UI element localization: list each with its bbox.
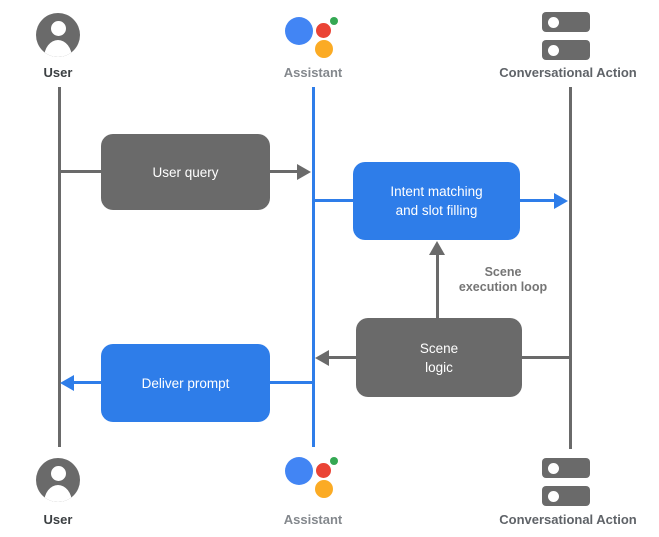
assistant-lifeline: [311, 87, 315, 447]
connector-deliver-prompt-to-user: [74, 381, 101, 384]
scene-logic-label-line1: Scene: [419, 340, 459, 356]
user-lifeline: [57, 87, 61, 447]
assistant-blue-dot: [285, 457, 313, 485]
user-label-top: User: [43, 65, 73, 80]
conversational-action-icon-bottom: [542, 458, 590, 506]
assistant-yellow-dot: [315, 480, 333, 498]
server-unit: [542, 458, 590, 478]
connector-scene-logic-to-assistant: [329, 356, 356, 359]
scene-logic-label-line2: logic: [425, 359, 453, 375]
assistant-red-dot: [316, 23, 331, 38]
connector-user-query-to-assistant: [270, 170, 298, 173]
assistant-icon-top: [283, 13, 339, 61]
connector-conversational-action-to-scene-logic: [522, 356, 569, 359]
user-label-bottom: User: [43, 512, 73, 527]
arrowhead-scene-logic-to-intent-icon: [429, 241, 445, 255]
server-unit: [542, 40, 590, 60]
scene-logic-box: Scene logic: [356, 318, 522, 397]
deliver-prompt-box: Deliver prompt: [101, 344, 270, 422]
user-icon-top: [36, 13, 80, 57]
assistant-icon-bottom: [283, 453, 339, 501]
server-unit: [542, 12, 590, 32]
scene-execution-loop-line1: Scene: [484, 265, 522, 279]
intent-matching-box: Intent matching and slot filling: [353, 162, 520, 240]
server-led: [548, 16, 559, 28]
assistant-yellow-dot: [315, 40, 333, 58]
connector-user-to-user-query: [59, 170, 101, 173]
user-query-box: User query: [101, 134, 270, 210]
server-led: [548, 490, 559, 502]
connector-assistant-to-deliver-prompt: [270, 381, 313, 384]
conversational-action-label-top: Conversational Action: [499, 65, 637, 80]
user-icon-bottom: [36, 458, 80, 502]
scene-execution-loop-line2: execution loop: [458, 280, 548, 294]
arrowhead-user-query-to-assistant-icon: [297, 163, 311, 180]
arrowhead-deliver-prompt-to-user-icon: [60, 374, 74, 391]
user-icon-head: [50, 466, 66, 481]
user-icon-body: [44, 485, 72, 502]
connector-assistant-to-intent-matching: [313, 199, 353, 202]
intent-matching-label-line2: and slot filling: [395, 203, 478, 218]
assistant-label-top: Assistant: [283, 65, 343, 80]
scene-execution-loop-label: Scene execution loop: [443, 265, 563, 295]
user-query-label: User query: [152, 164, 219, 180]
arrowhead-intent-to-conversational-action-icon: [554, 192, 568, 209]
intent-matching-label-line1: Intent matching: [390, 184, 483, 199]
user-icon-head: [50, 21, 66, 36]
assistant-green-dot: [330, 457, 338, 465]
conversational-action-icon-top: [542, 12, 590, 60]
assistant-label-bottom: Assistant: [283, 512, 343, 527]
user-icon-body: [44, 40, 72, 57]
assistant-blue-dot: [285, 17, 313, 45]
assistant-green-dot: [330, 17, 338, 25]
connector-intent-matching-to-conversational-action: [520, 199, 555, 202]
deliver-prompt-label: Deliver prompt: [141, 375, 230, 391]
server-led: [548, 44, 559, 56]
arrowhead-scene-logic-to-assistant-icon: [315, 349, 329, 366]
conversational-action-label-bottom: Conversational Action: [499, 512, 637, 527]
assistant-red-dot: [316, 463, 331, 478]
conversational-action-lifeline: [568, 87, 572, 449]
server-unit: [542, 486, 590, 506]
connector-scene-logic-to-intent-matching: [435, 254, 439, 318]
server-led: [548, 462, 559, 474]
